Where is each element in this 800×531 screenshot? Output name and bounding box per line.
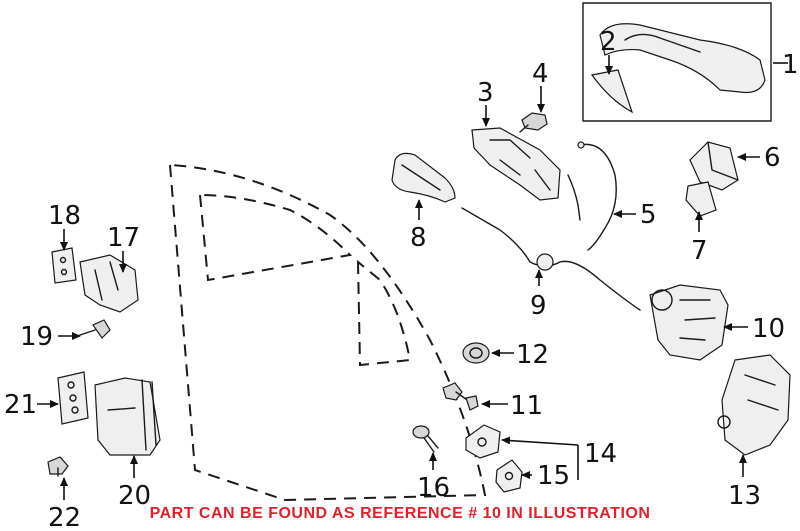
outside-handle-box [582, 2, 772, 122]
label-18: 18 [48, 201, 81, 231]
plate-21 [57, 371, 89, 425]
hinge-17 [79, 254, 139, 313]
label-9: 9 [530, 291, 547, 321]
callout-numbers: 1 2 3 4 5 6 7 8 9 10 11 12 13 14 15 16 1… [4, 27, 799, 531]
label-1: 1 [782, 50, 799, 80]
label-20: 20 [118, 481, 151, 511]
bracket-13 [717, 354, 791, 456]
bolt-22 [47, 456, 69, 477]
label-22: 22 [48, 503, 81, 531]
label-21: 21 [4, 390, 37, 420]
label-13: 13 [728, 481, 761, 511]
label-8: 8 [410, 223, 427, 253]
hinge-20 [94, 377, 161, 456]
label-10: 10 [752, 314, 785, 344]
reference-note: PART CAN BE FOUND AS REFERENCE # 10 IN I… [149, 505, 651, 522]
label-14: 14 [584, 439, 617, 469]
door-latch-10 [649, 284, 729, 361]
leader-arrows [37, 55, 788, 500]
bolt-11 [442, 382, 479, 411]
label-3: 3 [477, 78, 494, 108]
label-5: 5 [640, 200, 657, 230]
label-17: 17 [107, 223, 140, 253]
door-outline [168, 163, 487, 502]
label-12: 12 [516, 340, 549, 370]
plate-14 [465, 424, 501, 459]
label-11: 11 [510, 391, 543, 421]
plate-15 [495, 459, 523, 493]
label-4: 4 [532, 59, 549, 89]
cover-7 [685, 181, 717, 217]
bolt-4 [519, 112, 548, 133]
plate-18 [51, 247, 77, 284]
release-cable-5 [567, 141, 617, 251]
grommet-12 [462, 342, 490, 364]
label-7: 7 [691, 236, 708, 266]
label-15: 15 [537, 461, 570, 491]
label-6: 6 [764, 143, 781, 173]
lock-cap-6 [689, 141, 739, 191]
inside-handle-8 [391, 152, 456, 203]
label-19: 19 [20, 322, 53, 352]
label-16: 16 [417, 473, 450, 503]
screw-16 [412, 425, 439, 453]
bolt-19 [79, 319, 111, 339]
label-2: 2 [600, 27, 617, 57]
handle-bracket [471, 127, 561, 201]
inside-cable-9 [461, 207, 641, 311]
